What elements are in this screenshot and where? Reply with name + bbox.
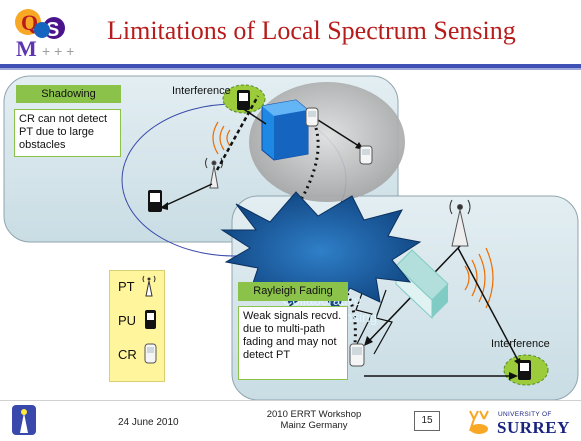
primary-user-phone-top: [237, 90, 250, 110]
shadowing-note: CR can not detect PT due to large obstac…: [14, 109, 121, 157]
antenna-tower-icon: [142, 275, 156, 297]
primary-transmitter-tower-left: [205, 157, 223, 189]
fading-zigzag-right: [373, 289, 393, 355]
signal-waves-left: [212, 121, 231, 155]
page-title: Limitations of Local Spectrum Sensing: [107, 16, 516, 45]
cognitive-radio-device-mid: [305, 107, 319, 127]
radio-phone-icon: [144, 343, 157, 364]
phone-icon: [145, 310, 156, 329]
ccsr-logo-icon: [12, 405, 36, 435]
device-legend: PT PU CR: [109, 270, 165, 382]
svg-text:+ + +: + + +: [42, 43, 74, 59]
interference-label-bottom: Interference: [491, 338, 550, 350]
signal-waves-right: [464, 247, 494, 309]
svg-text:Q: Q: [21, 10, 38, 35]
fading-zigzag-left: [355, 281, 373, 347]
slide-footer: 24 June 2010 2010 ERRT Workshop Mainz Ge…: [0, 400, 581, 441]
obstacle-box-icon: [261, 99, 309, 161]
qos-logo-icon: Q S M + + +: [15, 9, 74, 61]
collaborative-sensing-star: [220, 191, 422, 311]
legend-item-pt: PT: [118, 275, 156, 297]
rayleigh-fading-label: Rayleigh Fading: [238, 282, 348, 301]
university-name: SURREY: [497, 418, 570, 437]
page-number: 15: [414, 411, 440, 431]
header-divider-light: [0, 68, 581, 70]
legend-item-pu: PU: [118, 310, 156, 329]
stag-crest-icon: [469, 410, 489, 434]
svg-text:S: S: [46, 19, 59, 41]
cognitive-radio-device-bottom: [349, 343, 365, 367]
footer-event: 2010 ERRT Workshop Mainz Germany: [266, 409, 362, 431]
interference-label-top: Interference: [172, 85, 231, 97]
rayleigh-fading-note: Weak signals recvd. due to multi-path fa…: [238, 306, 348, 380]
cognitive-radio-device-right: [359, 145, 373, 165]
svg-text:M: M: [16, 36, 37, 61]
slide-header: Q S M + + + Limitations of Local Spectru…: [0, 0, 581, 64]
footer-date: 24 June 2010: [118, 417, 179, 428]
university-of-label: UNIVERSITY OF: [498, 411, 552, 418]
shadowing-label: Shadowing: [16, 85, 121, 103]
primary-user-phone-bottom: [518, 360, 531, 380]
header-divider: [0, 64, 581, 68]
legend-item-cr: CR: [118, 343, 157, 364]
primary-user-phone-left: [148, 190, 162, 212]
diagram-area: Shadowing CR can not detect PT due to la…: [0, 70, 581, 400]
